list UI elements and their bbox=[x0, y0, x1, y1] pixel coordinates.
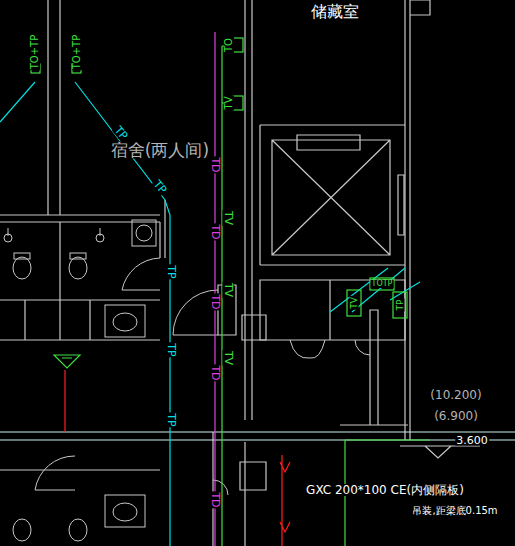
outlet-symbols bbox=[31, 38, 407, 368]
tv-cable bbox=[62, 46, 228, 546]
floor-band bbox=[400, 446, 480, 458]
tv-cable bbox=[62, 46, 430, 546]
sanitary-fixtures bbox=[96, 234, 104, 242]
sanitary-fixtures bbox=[13, 519, 31, 541]
plan-label: TV bbox=[223, 350, 234, 366]
wall-lines bbox=[340, 310, 408, 425]
floor-band bbox=[0, 432, 515, 458]
plan-label: (6.900) bbox=[433, 410, 479, 422]
sanitary-fixtures bbox=[13, 257, 31, 279]
outlet-symbols bbox=[54, 355, 80, 368]
wall-lines bbox=[0, 0, 165, 258]
plan-label: TP bbox=[112, 124, 130, 143]
wall-lines bbox=[0, 222, 160, 340]
sanitary-fixtures bbox=[136, 225, 152, 241]
plan-label: TV bbox=[224, 96, 234, 111]
sanitary-fixtures bbox=[113, 313, 137, 331]
td-cable bbox=[214, 32, 215, 546]
door-swings bbox=[35, 258, 370, 495]
sanitary-fixtures bbox=[113, 503, 137, 521]
power-lines bbox=[65, 370, 290, 546]
plan-label: 吊装,距梁底0.15m bbox=[411, 506, 498, 516]
power-lines bbox=[65, 370, 290, 546]
plan-label: TP bbox=[151, 178, 169, 197]
tp-cable bbox=[0, 82, 35, 122]
sanitary-fixtures bbox=[105, 495, 145, 527]
plan-label: TD bbox=[210, 364, 221, 381]
outlet-symbols bbox=[233, 38, 243, 52]
door-swings bbox=[35, 456, 75, 490]
tp-cable bbox=[0, 82, 420, 546]
plan-label: TV bbox=[350, 296, 359, 310]
plan-label: TD bbox=[210, 491, 221, 508]
sanitary-fixtures bbox=[4, 234, 12, 242]
sanitary-fixtures bbox=[4, 220, 156, 541]
td-cable bbox=[214, 32, 215, 546]
plan-label: TOTP bbox=[371, 280, 394, 288]
floor-band bbox=[0, 432, 515, 440]
plan-label: TP bbox=[166, 264, 177, 279]
sanitary-fixtures bbox=[105, 305, 145, 337]
sanitary-fixtures bbox=[69, 257, 87, 279]
sanitary-fixtures bbox=[14, 253, 30, 259]
wall-lines bbox=[260, 125, 405, 265]
sanitary-fixtures bbox=[69, 519, 87, 541]
door-swings bbox=[122, 258, 160, 290]
wall-lines bbox=[0, 0, 430, 546]
plan-label: TP bbox=[166, 342, 177, 357]
outlet-symbols bbox=[393, 292, 407, 318]
plan-label: TO+TP bbox=[30, 34, 40, 71]
sanitary-fixtures bbox=[132, 220, 156, 246]
wall-lines bbox=[297, 135, 404, 235]
wall-lines bbox=[0, 432, 266, 546]
plan-label: TP bbox=[166, 412, 177, 427]
plan-label: TD bbox=[210, 156, 221, 173]
outlet-symbols bbox=[233, 96, 243, 110]
plan-label: 宿舍(两人间) bbox=[110, 142, 210, 159]
plan-label: GXC 200*100 CE(内侧隔板) bbox=[305, 484, 465, 496]
wall-lines bbox=[245, 0, 430, 440]
outlet-symbols bbox=[370, 278, 394, 290]
plan-label: TO bbox=[224, 37, 234, 53]
plan-label: TV bbox=[223, 282, 234, 298]
plan-label: 3.600 bbox=[455, 435, 489, 446]
sanitary-fixtures bbox=[70, 253, 86, 259]
plan-label: TD bbox=[210, 293, 221, 310]
plan-label: TP bbox=[396, 299, 405, 312]
plan-label: (10.200) bbox=[429, 389, 482, 401]
plan-label: TV bbox=[223, 210, 234, 226]
door-swings bbox=[290, 340, 325, 358]
plan-label: TD bbox=[210, 223, 221, 240]
plan-label: TO+TP bbox=[72, 34, 82, 71]
outlet-symbols bbox=[347, 290, 361, 316]
door-swings bbox=[355, 340, 370, 355]
plan-label: 储藏室 bbox=[310, 4, 360, 20]
sanitary-fixtures bbox=[8, 228, 100, 236]
